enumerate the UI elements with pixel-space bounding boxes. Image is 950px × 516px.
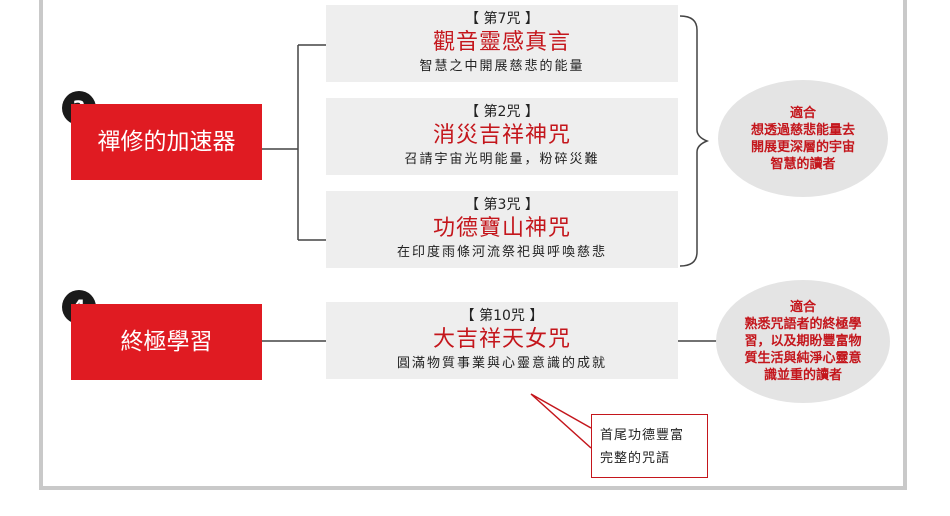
spell-box: 【 第10咒 】 大吉祥天女咒 圓滿物質事業與心靈意識的成就 [326, 302, 678, 379]
spell-box: 【 第2咒 】 消災吉祥神咒 召請宇宙光明能量，粉碎災難 [326, 98, 678, 175]
suitable-line: 智慧的讀者 [770, 156, 836, 172]
category-box: 禪修的加速器 [71, 104, 262, 180]
category-box: 終極學習 [71, 304, 262, 380]
suitable-line: 開展更深層的宇宙 [750, 139, 855, 155]
spell-description: 在印度雨條河流祭祀與呼喚慈悲 [396, 245, 607, 260]
spell-number: 【 第10咒 】 [460, 308, 544, 324]
spell-name: 觀音靈感真言 [432, 30, 571, 55]
suitable-reader-ellipse: 適合 熟悉咒語者的終極學 習，以及期盼豐富物 質生活與純淨心靈意 識並重的讀者 [716, 280, 890, 403]
callout-line: 完整的咒語 [600, 451, 671, 466]
spell-box: 【 第3咒 】 功德寶山神咒 在印度雨條河流祭祀與呼喚慈悲 [326, 191, 678, 268]
callout-note: 首尾功德豐富 完整的咒語 [591, 414, 708, 478]
spell-description: 圓滿物質事業與心靈意識的成就 [396, 356, 607, 371]
spell-number: 【 第7咒 】 [465, 11, 539, 27]
spell-box: 【 第7咒 】 觀音靈感真言 智慧之中開展慈悲的能量 [326, 5, 678, 82]
outer-frame [39, 0, 907, 490]
spell-number: 【 第2咒 】 [465, 104, 539, 120]
suitable-line: 適合 [789, 105, 816, 121]
callout-line: 首尾功德豐富 [600, 428, 685, 443]
suitable-line: 識並重的讀者 [763, 368, 842, 383]
suitable-line: 質生活與純淨心靈意 [744, 351, 862, 366]
spell-description: 召請宇宙光明能量，粉碎災難 [404, 152, 600, 167]
suitable-line: 適合 [789, 300, 816, 315]
suitable-reader-ellipse: 適合 想透過慈悲能量去 開展更深層的宇宙 智慧的讀者 [718, 80, 888, 197]
spell-name: 大吉祥天女咒 [432, 327, 571, 352]
callout-pointer [530, 393, 592, 449]
spell-description: 智慧之中開展慈悲的能量 [419, 59, 585, 74]
suitable-line: 想透過慈悲能量去 [750, 122, 855, 138]
suitable-line: 習，以及期盼豐富物 [744, 334, 862, 349]
group3-bracket [679, 15, 710, 267]
spell-name: 消災吉祥神咒 [432, 123, 571, 148]
suitable-line: 熟悉咒語者的終極學 [744, 317, 862, 332]
group3-tree-connector [262, 44, 326, 241]
spell-name: 功德寶山神咒 [432, 216, 571, 241]
spell-number: 【 第3咒 】 [465, 197, 539, 213]
